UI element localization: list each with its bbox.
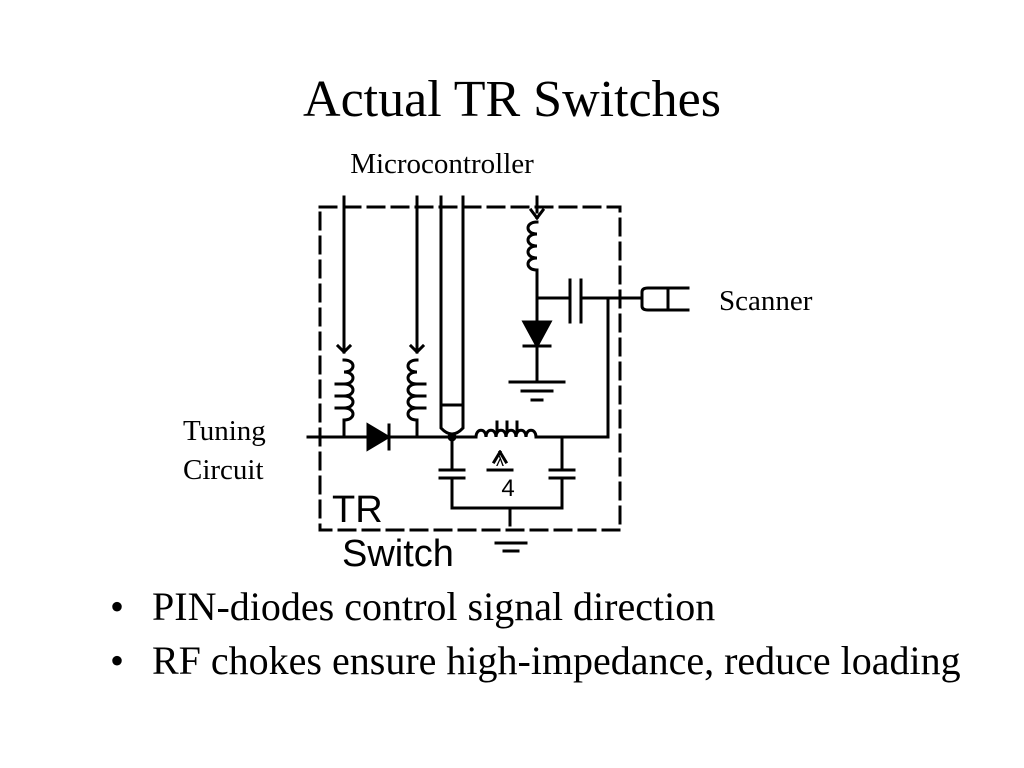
- rf-choke-3-icon: [526, 220, 539, 272]
- switch-label: Switch: [342, 533, 454, 575]
- scanner-connector-icon: [640, 286, 690, 312]
- rf-main-line: [306, 420, 610, 452]
- control-line-3-4: [439, 195, 465, 436]
- coax-connector-icon: [439, 403, 465, 436]
- bullet-item: • RF chokes ensure high-impedance, reduc…: [110, 634, 970, 688]
- control-line-2: [406, 195, 427, 439]
- tuning-circuit-label-line2: Circuit: [183, 454, 264, 486]
- bullet-marker: •: [110, 638, 125, 683]
- lambda-symbol-label: λ: [496, 453, 504, 470]
- tr-switch-boundary: [318, 205, 622, 532]
- bullet-item: • PIN-diodes control signal direction: [110, 580, 970, 634]
- scanner-label: Scanner: [719, 285, 813, 317]
- slide-title: Actual TR Switches: [303, 71, 721, 128]
- control-line-1: [334, 195, 355, 439]
- tr-switch-circuit-diagram: Microcontroller Scanner Tuning Circuit T…: [183, 148, 813, 575]
- tuning-circuit-label-line1: Tuning: [183, 415, 266, 447]
- bullet-marker: •: [110, 584, 125, 629]
- bullet-text: RF chokes ensure high-impedance, reduce …: [152, 638, 961, 683]
- lambda-line-icon: [474, 428, 538, 439]
- bullet-list: • PIN-diodes control signal direction • …: [110, 580, 970, 688]
- quarter-wave-network: [438, 435, 576, 527]
- quarter-denominator-label: 4: [501, 475, 514, 502]
- rf-choke-2-icon: [406, 358, 419, 422]
- microcontroller-label: Microcontroller: [350, 148, 534, 180]
- rf-choke-1-icon: [342, 358, 355, 422]
- ground-bottom-icon: [494, 541, 528, 553]
- pin-diode-2-icon: [521, 320, 553, 350]
- pin-diode-1-icon: [366, 422, 391, 452]
- tr-label: TR: [332, 489, 383, 531]
- bullet-text: PIN-diodes control signal direction: [152, 584, 716, 629]
- scanner-branch: [508, 195, 642, 439]
